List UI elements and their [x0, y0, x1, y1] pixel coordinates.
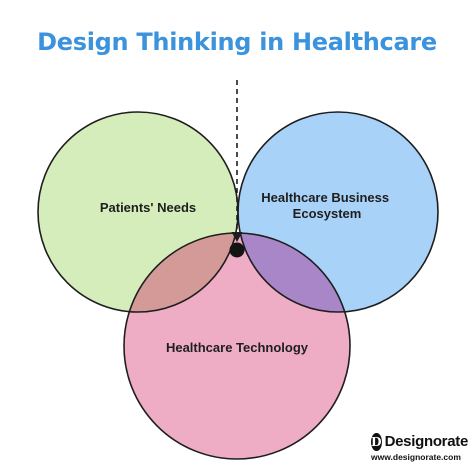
logo-name: Designorate: [384, 433, 469, 450]
designorate-mark-icon: D: [371, 432, 382, 451]
logo-url: www.designorate.com: [371, 451, 461, 462]
center-dot: [229, 242, 245, 258]
business-technology-overlap: [238, 233, 350, 312]
arrow-head-icon: [231, 232, 243, 242]
business-ecosystem-outline: [237, 111, 439, 313]
designorate-logo: D Designorate www.designorate.com: [371, 427, 468, 467]
page-title: Design Thinking in Healthcare: [37, 28, 437, 56]
patients-technology-overlap: [124, 233, 238, 312]
business-ecosystem-label: Healthcare Business Ecosystem: [261, 190, 393, 221]
patients-needs-label: Patients' Needs: [100, 200, 196, 215]
healthcare-technology-label: Healthcare Technology: [166, 340, 309, 355]
